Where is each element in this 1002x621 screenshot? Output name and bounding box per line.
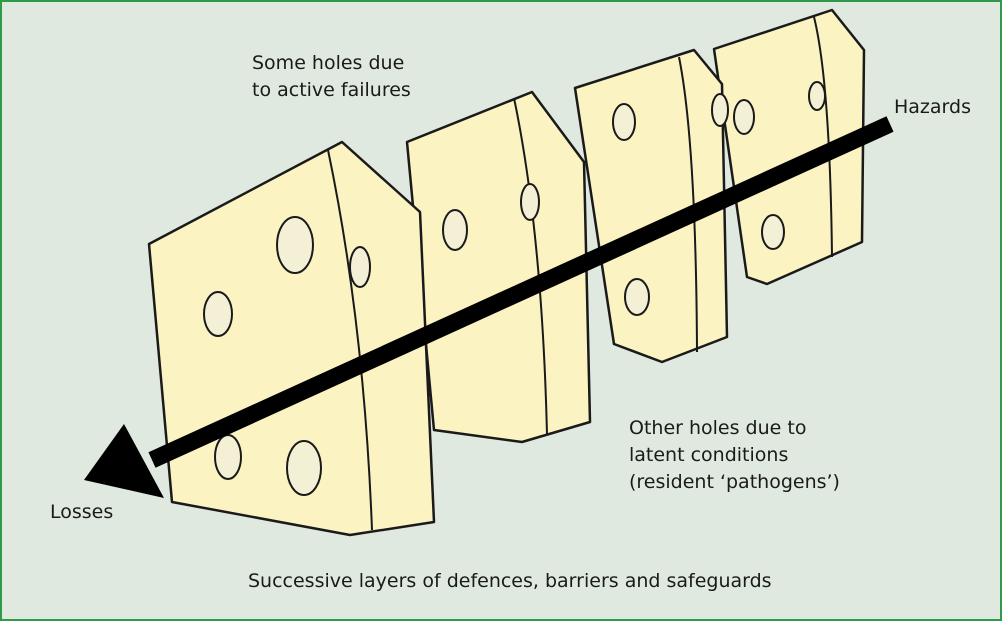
cheese-slice-2 bbox=[405, 90, 592, 444]
cheese-slice-1 bbox=[147, 140, 436, 537]
label-layers-caption: Successive layers of defences, barriers … bbox=[248, 570, 772, 592]
cheese-slice-4 bbox=[712, 8, 866, 286]
label-latent-conditions-line-2: latent conditions bbox=[629, 444, 789, 466]
label-losses: Losses bbox=[50, 501, 114, 523]
trajectory-arrowhead bbox=[84, 424, 164, 498]
label-active-failures-line-2: to active failures bbox=[252, 79, 411, 101]
label-latent-conditions: Other holes due to latent conditions (re… bbox=[629, 415, 840, 496]
label-active-failures-line-1: Some holes due bbox=[252, 52, 405, 74]
label-active-failures: Some holes due to active failures bbox=[252, 50, 411, 104]
label-latent-conditions-line-3: (resident ‘pathogens’) bbox=[629, 471, 840, 493]
label-latent-conditions-line-1: Other holes due to bbox=[629, 417, 807, 439]
trajectory-arrow-shaft bbox=[148, 116, 894, 468]
cheese-slice-3 bbox=[573, 48, 729, 364]
label-hazards: Hazards bbox=[894, 96, 971, 118]
